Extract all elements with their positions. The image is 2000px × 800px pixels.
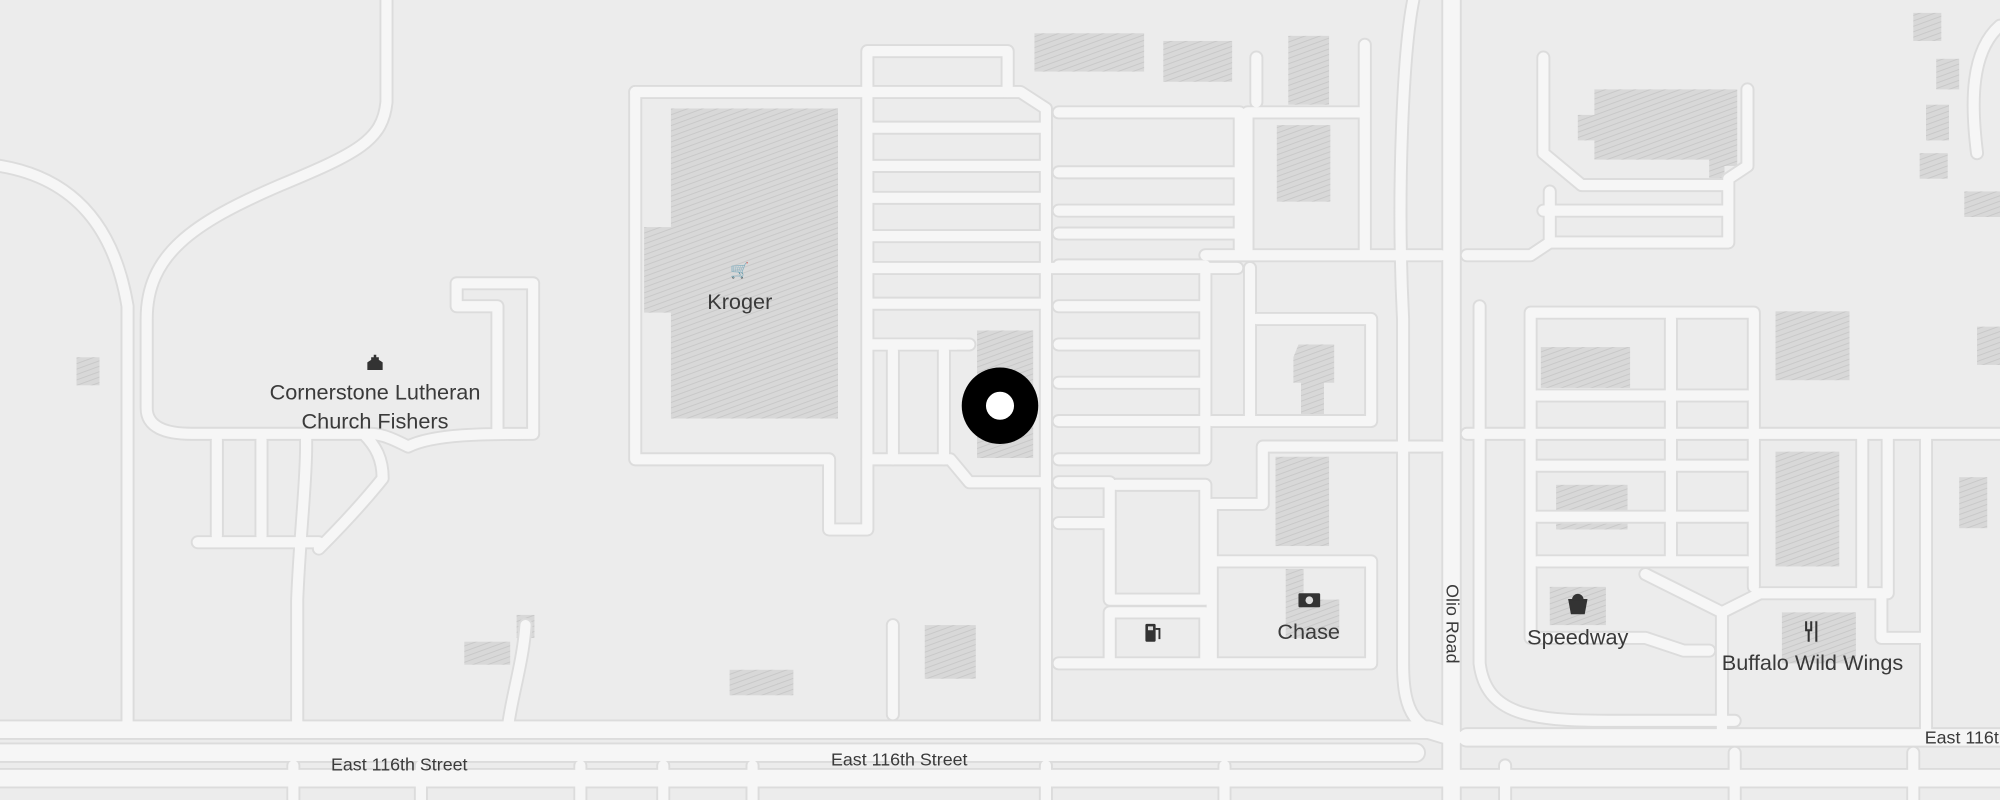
restaurant-icon [1805, 621, 1818, 642]
street-label-e116: East 116th Street [331, 755, 468, 775]
road [1968, 20, 2000, 159]
road [0, 721, 1463, 746]
road [1395, 0, 1460, 743]
gas-station-icon [1145, 623, 1161, 642]
poi-label: Chase [1277, 619, 1340, 644]
poi-label: Cornerstone Lutheran [270, 379, 481, 404]
road [0, 160, 133, 735]
street-label-olio-road: Olio Road [1442, 584, 1462, 663]
road [1053, 441, 1447, 669]
bank-icon [1298, 593, 1321, 608]
road [862, 46, 1013, 465]
road [292, 428, 312, 735]
road [864, 122, 1243, 350]
shopping-basket-icon [1568, 593, 1588, 615]
poi-buffalo-wild-wings[interactable]: Buffalo Wild Wings [1722, 621, 1904, 675]
road [1474, 301, 1740, 726]
poi-church[interactable]: Cornerstone Lutheran Church Fishers [270, 354, 481, 434]
road [288, 747, 1919, 800]
road [192, 435, 324, 548]
road [630, 86, 1052, 535]
poi-label: Buffalo Wild Wings [1722, 650, 1904, 675]
shopping-cart-icon: 🛒 [730, 262, 749, 280]
poi-label: Speedway [1527, 624, 1628, 649]
poi-gas-station[interactable] [1145, 623, 1161, 642]
street-label-e116: East 116th [1925, 728, 2000, 748]
road [502, 620, 531, 735]
church-icon [367, 354, 383, 371]
location-marker-icon[interactable] [961, 367, 1039, 445]
road [141, 0, 539, 452]
road [1053, 107, 1245, 465]
poi-label-line2: Church Fishers [302, 409, 449, 434]
road [313, 428, 388, 554]
road [1200, 39, 1447, 427]
road [1461, 52, 1753, 261]
road [1461, 307, 2000, 735]
street-label-e116: East 116th Street [831, 749, 968, 769]
poi-label: Kroger [707, 289, 772, 314]
poi-chase[interactable]: Chase [1277, 593, 1340, 644]
poi-speedway[interactable]: Speedway [1527, 593, 1629, 650]
road [630, 86, 1052, 735]
poi-kroger[interactable]: 🛒 Kroger [707, 262, 772, 314]
